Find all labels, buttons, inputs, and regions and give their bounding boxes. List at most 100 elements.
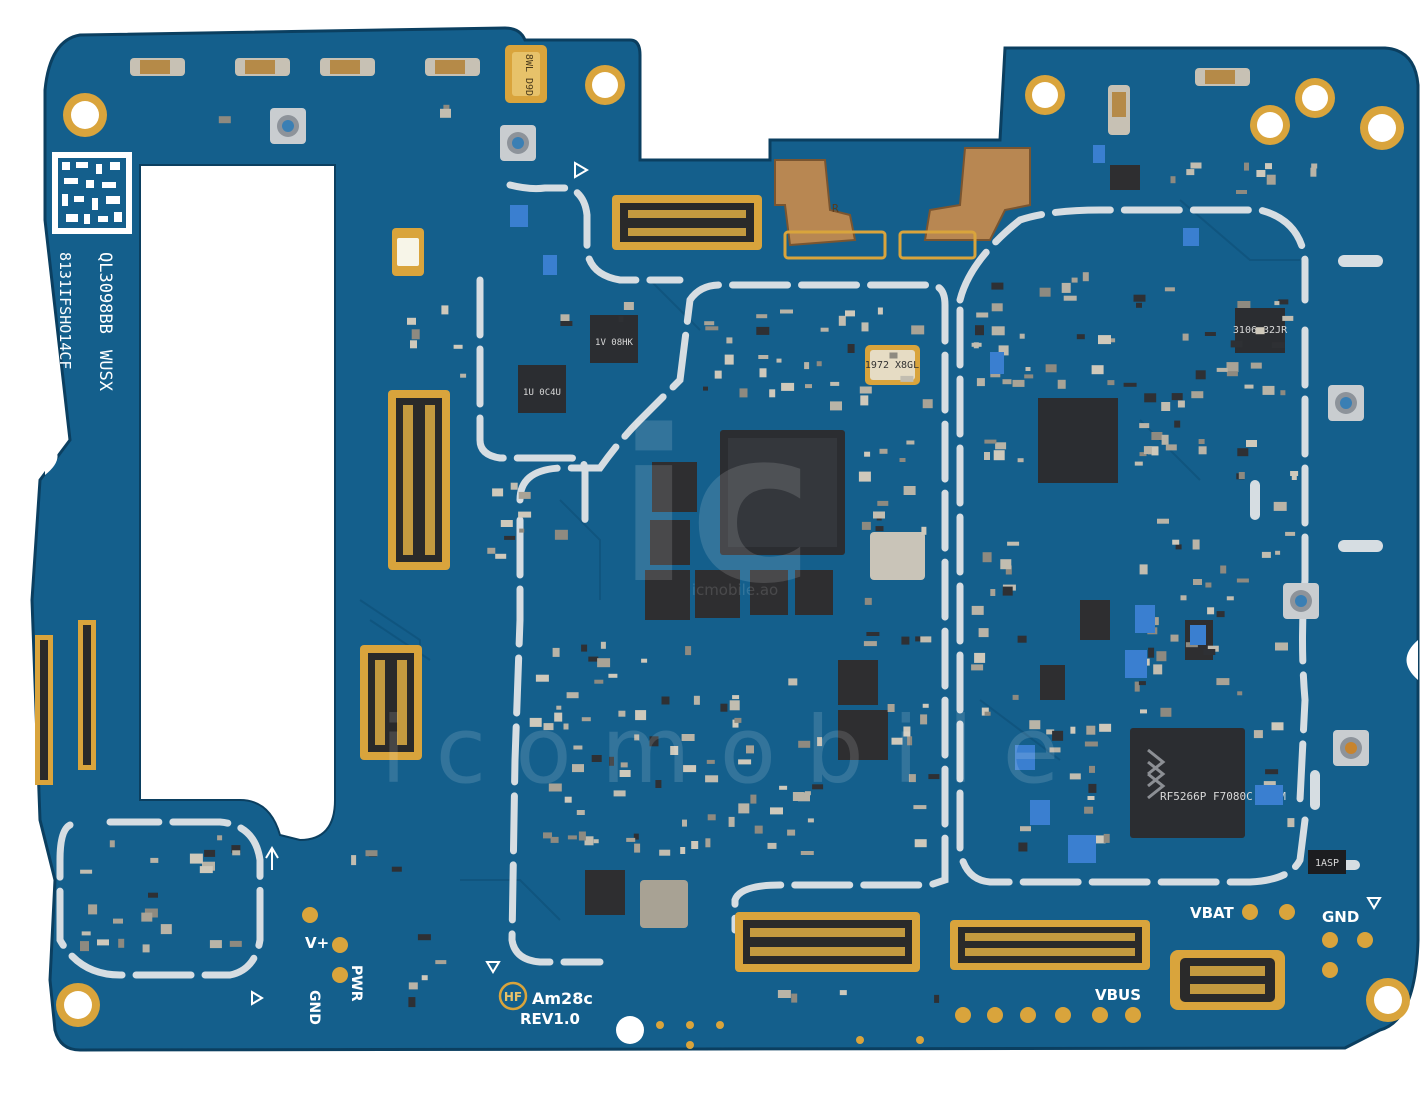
passive-component — [1311, 163, 1318, 169]
passive-component — [1244, 162, 1249, 171]
passive-component — [435, 960, 447, 965]
passive-component — [487, 547, 496, 554]
passive-component — [492, 488, 504, 497]
passive-component — [148, 892, 158, 898]
passive-component — [1136, 302, 1142, 308]
passive-component — [594, 679, 604, 684]
shield-frame-center-inner — [508, 516, 604, 966]
passive-component — [1216, 678, 1230, 686]
passive-component — [1029, 720, 1041, 730]
passive-component — [861, 521, 871, 530]
passive-component — [738, 803, 750, 814]
passive-component — [770, 807, 783, 815]
connector-top — [612, 195, 762, 250]
passive-component — [817, 737, 823, 747]
passive-component — [581, 644, 588, 652]
passive-component — [572, 764, 584, 773]
passive-component — [1133, 294, 1146, 302]
vbat-label: VBAT — [1190, 904, 1234, 922]
main-soc — [720, 430, 845, 555]
passive-component — [218, 116, 231, 124]
led-component — [392, 228, 424, 276]
passive-component — [1256, 170, 1266, 177]
spring-contact — [320, 58, 375, 76]
passive-component — [1139, 564, 1148, 575]
ic-1asp: 1ASP — [1308, 850, 1346, 874]
passive-component — [1198, 446, 1207, 455]
passive-component — [1017, 458, 1024, 463]
mounting-hole — [56, 983, 100, 1027]
passive-component — [928, 774, 940, 780]
passive-component — [756, 326, 770, 335]
passive-component — [903, 486, 916, 495]
copper-shield-clips: R — [774, 147, 1031, 260]
passive-component — [535, 674, 549, 682]
watermark-logo: ic — [618, 385, 814, 630]
passive-component — [1172, 539, 1180, 545]
passive-component — [80, 941, 89, 952]
passive-component — [776, 358, 782, 363]
passive-component — [1165, 444, 1177, 451]
passive-component — [410, 340, 417, 349]
passive-component — [728, 816, 735, 827]
passive-component — [550, 836, 559, 843]
board-cutout — [139, 164, 336, 842]
mounting-holes — [56, 65, 1410, 1044]
passive-component — [913, 805, 927, 810]
passive-component — [1226, 362, 1239, 373]
mounting-hole — [63, 93, 107, 137]
shield-frame-center — [516, 281, 949, 934]
passive-component — [780, 309, 793, 314]
passive-component — [1000, 559, 1012, 570]
passive-component — [80, 869, 93, 874]
hf-text: HF — [504, 990, 522, 1004]
passive-component — [859, 386, 872, 394]
passive-component — [1186, 169, 1195, 176]
passive-component — [738, 759, 752, 765]
passive-component — [563, 723, 569, 730]
passive-component — [1086, 725, 1096, 735]
passive-component — [1274, 301, 1280, 306]
coax-connector — [270, 108, 306, 144]
passive-component — [1237, 448, 1249, 457]
passive-component — [411, 329, 420, 340]
passive-component — [739, 388, 748, 398]
passive-component — [567, 835, 577, 840]
passive-component — [407, 317, 416, 325]
passive-component — [703, 386, 708, 391]
passive-component — [1018, 842, 1028, 852]
passive-component — [734, 717, 742, 723]
passive-component — [1216, 367, 1228, 372]
passive-component — [1069, 773, 1081, 780]
passive-component — [899, 458, 906, 462]
passive-component — [991, 303, 1003, 312]
passive-component — [620, 762, 628, 768]
mounting-hole — [616, 1016, 644, 1044]
passive-component — [707, 814, 716, 821]
passive-component — [1161, 434, 1169, 445]
passive-component — [641, 658, 648, 663]
passive-component — [543, 723, 554, 731]
passive-component — [866, 632, 880, 636]
passive-component — [839, 990, 847, 996]
passive-component — [906, 440, 915, 445]
passive-component — [495, 553, 507, 559]
crystal-label: 1972 X8GL — [865, 360, 919, 371]
passive-component — [518, 491, 531, 499]
passive-component — [887, 704, 895, 712]
gnd-left-label: GND — [306, 990, 322, 1025]
passive-component — [1170, 176, 1176, 184]
passive-component — [1285, 531, 1296, 536]
passive-component — [573, 745, 583, 750]
passive-component — [1190, 162, 1202, 169]
passive-component — [879, 448, 888, 454]
passive-component — [609, 756, 614, 766]
passive-component — [81, 931, 91, 936]
passive-component — [1246, 440, 1257, 447]
mounting-hole — [1295, 78, 1335, 118]
coax-connectors — [270, 108, 1369, 766]
passive-component — [900, 375, 914, 382]
passive-component — [1191, 391, 1204, 399]
mounting-hole — [1366, 978, 1410, 1022]
passive-component — [554, 529, 568, 540]
